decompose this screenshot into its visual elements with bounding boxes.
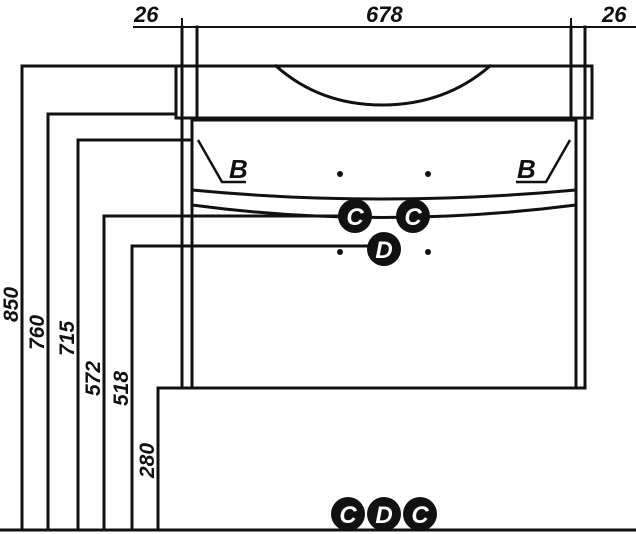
- svg-text:C: C: [411, 502, 429, 529]
- dim-height-760: 760: [26, 315, 49, 350]
- mirror-cabinet: [180, 25, 587, 122]
- top-dimension-line: 26 678 26: [133, 2, 636, 36]
- mount-point: [337, 171, 343, 177]
- mounting-points: [337, 171, 431, 255]
- dim-height-715: 715: [56, 321, 79, 356]
- mount-point: [425, 171, 431, 177]
- svg-text:D: D: [375, 502, 392, 529]
- fixture-c-upper-right: C: [396, 199, 430, 233]
- fixture-d-floor: D: [367, 497, 401, 531]
- lower-cabinet: [156, 118, 587, 390]
- basin-bowl: [273, 63, 493, 107]
- svg-text:C: C: [346, 204, 364, 231]
- svg-text:B: B: [517, 154, 536, 184]
- mount-point: [337, 249, 343, 255]
- height-dimension-lines: [20, 64, 372, 532]
- dim-height-850: 850: [0, 287, 23, 322]
- mount-point: [425, 249, 431, 255]
- countertop: [20, 63, 594, 122]
- svg-text:D: D: [375, 237, 392, 264]
- svg-text:C: C: [404, 204, 422, 231]
- dim-width: 678: [366, 2, 403, 27]
- callout-b-left: B: [196, 139, 248, 184]
- svg-text:B: B: [229, 154, 248, 184]
- svg-text:C: C: [339, 502, 357, 529]
- dim-side-right: 26: [601, 2, 627, 27]
- fixture-c-upper-left: C: [338, 199, 372, 233]
- dim-side-left: 26: [133, 2, 159, 27]
- drawer-curve-bottom: [190, 203, 578, 219]
- callout-b-right: B: [516, 139, 572, 184]
- dim-height-572: 572: [82, 361, 105, 396]
- fixture-c-floor-right: C: [403, 497, 437, 531]
- dim-height-518: 518: [110, 371, 133, 406]
- fixture-d-upper: D: [367, 232, 401, 266]
- drawer-curve-top: [190, 188, 578, 201]
- height-labels: 850 760 715 572 518 280: [0, 287, 159, 479]
- dim-height-280: 280: [136, 443, 159, 479]
- fixture-c-floor-left: C: [331, 497, 365, 531]
